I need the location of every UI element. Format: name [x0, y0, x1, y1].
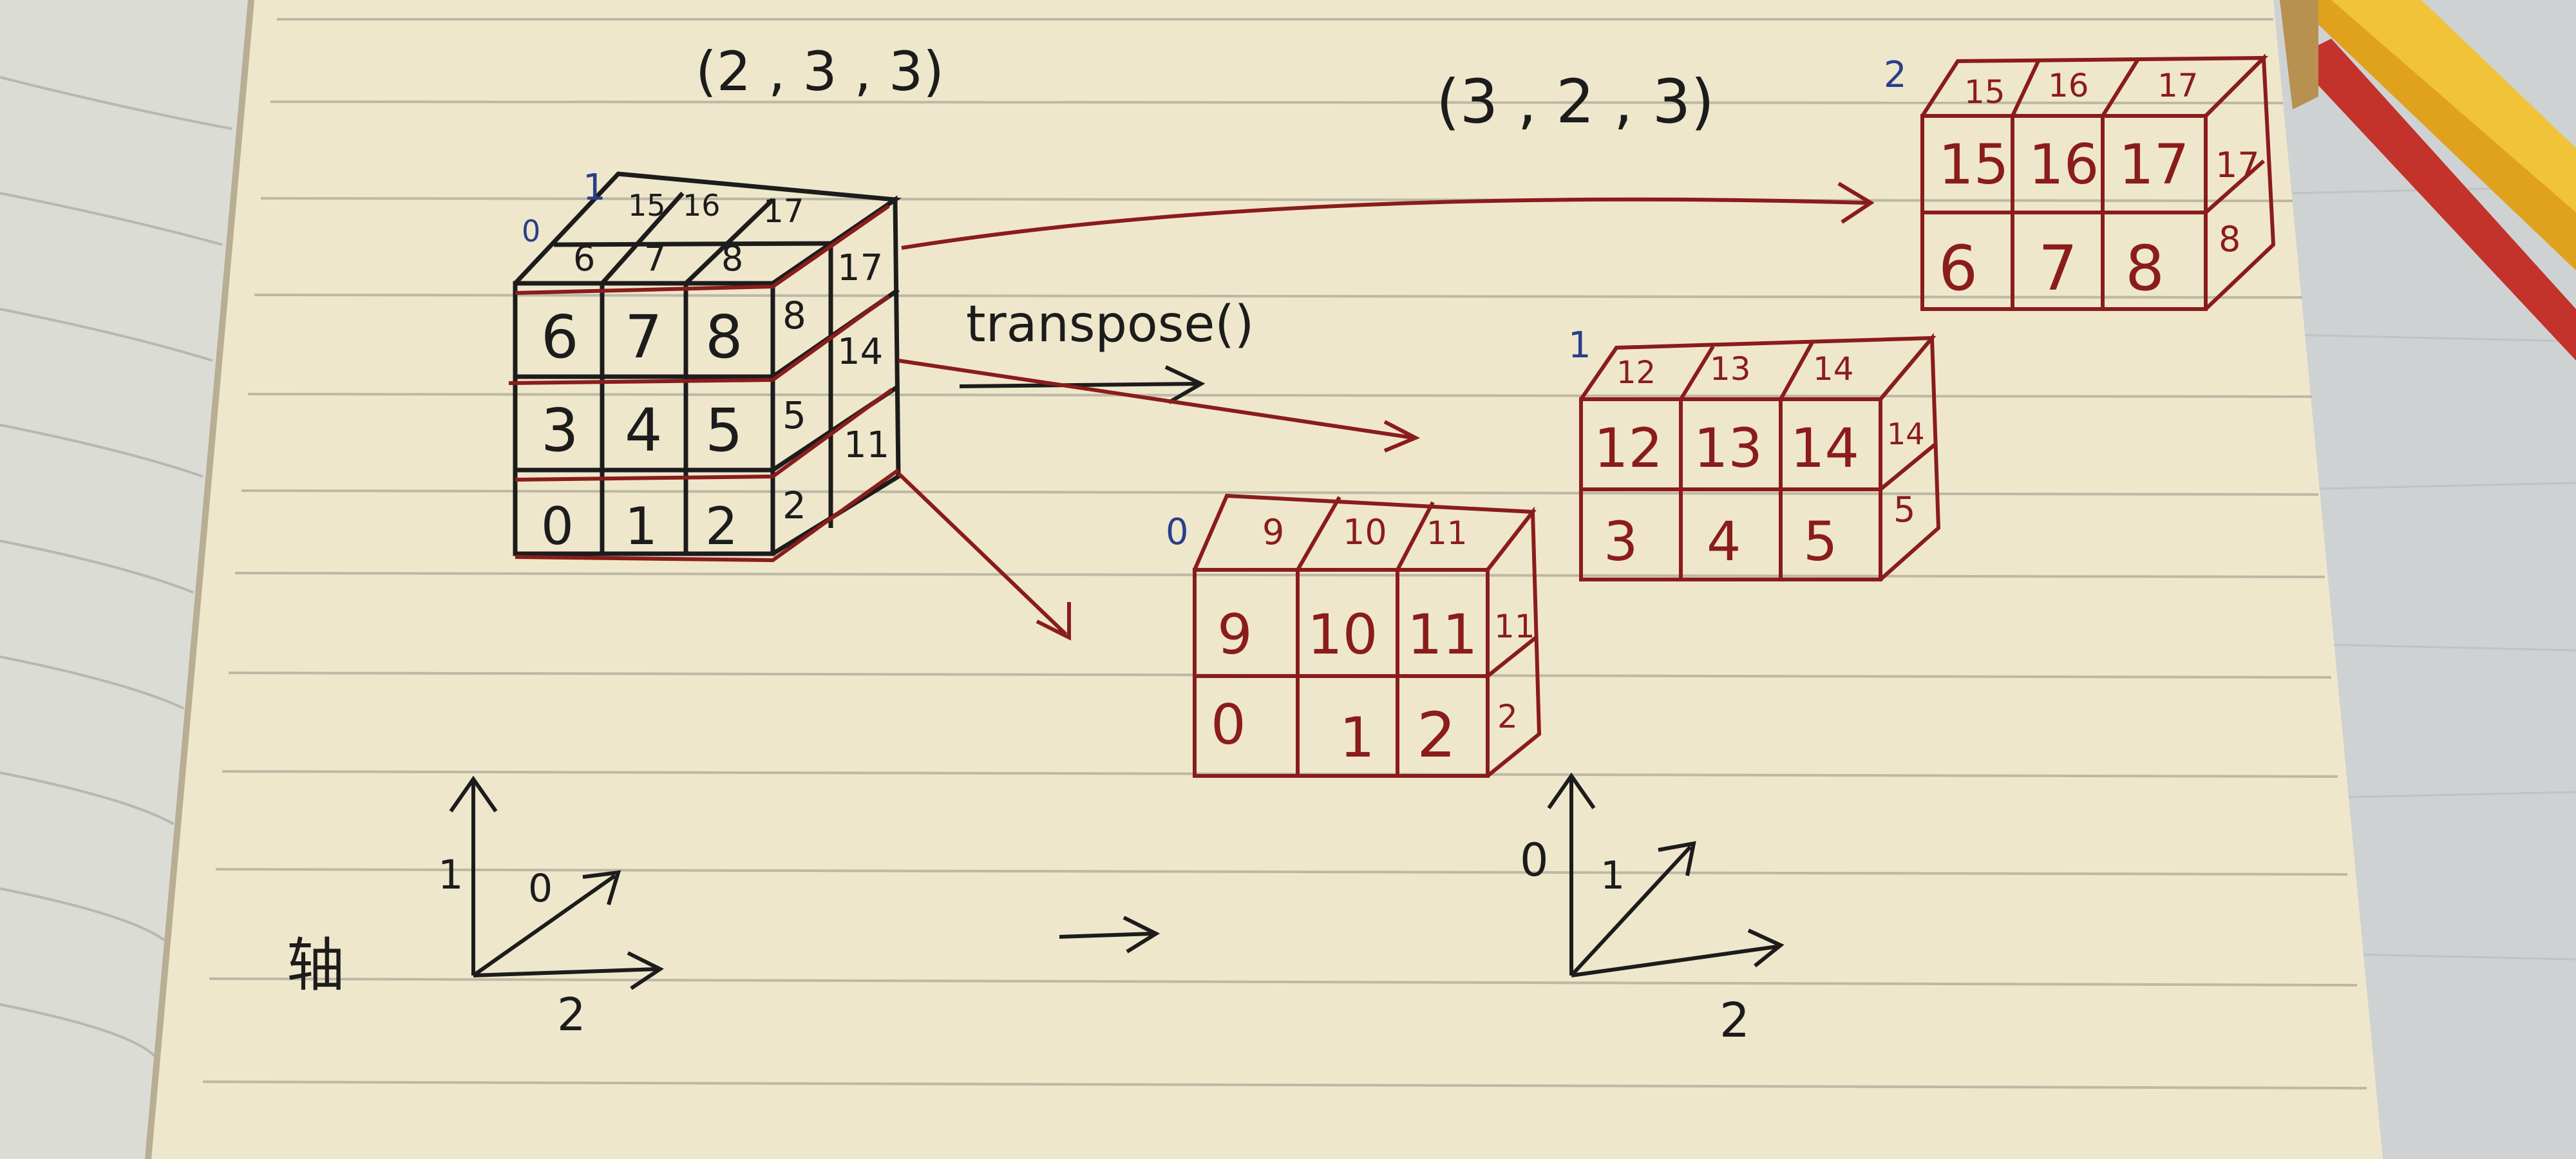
slice-2-r0c0: 15 — [1938, 133, 2009, 197]
slice-1-top-0: 12 — [1616, 355, 1656, 391]
axis-before-vertical-label: 1 — [438, 851, 463, 898]
arrow-to-slice-2 — [901, 182, 1875, 250]
slice-2-top-0: 15 — [1964, 73, 2005, 111]
slice-2-r0c1: 16 — [2029, 133, 2099, 197]
axis-after-diagonal-label: 1 — [1600, 853, 1625, 898]
slice-1-r1c1: 4 — [1707, 510, 1741, 573]
arrow-to-slice-1 — [898, 359, 1421, 453]
slice-2-r1c0: 6 — [1938, 232, 1978, 305]
slice-0-outline — [1193, 493, 1542, 778]
cube-front-r0c0: 6 — [541, 303, 579, 372]
slice-1-r0c1: 13 — [1694, 417, 1763, 480]
cube-front-r1c1: 4 — [625, 396, 663, 465]
cube-layer-index-front: 0 — [522, 214, 540, 249]
slice-1-side-1: 5 — [1893, 489, 1915, 530]
slice-0-r0c2: 11 — [1407, 603, 1477, 667]
slice-0-index: 0 — [1166, 511, 1189, 553]
slice-1-r1c2: 5 — [1803, 510, 1837, 573]
cube-top-back-0: 15 — [628, 188, 666, 223]
slice-2-top-1: 16 — [2048, 67, 2089, 104]
left-page-lines — [0, 76, 232, 1057]
slice-0-r0c1: 10 — [1307, 603, 1378, 667]
cube-side-front-2: 2 — [782, 484, 806, 527]
left-page — [0, 0, 251, 1159]
transpose-arrow — [959, 365, 1206, 404]
slice-2-index: 2 — [1884, 54, 1907, 96]
desk-wood-grain — [2292, 185, 2576, 961]
cube-side-front-0: 8 — [782, 294, 806, 337]
shape-label-right: (3 , 2 , 3) — [1436, 67, 1714, 137]
cube-front-r2c1: 1 — [625, 496, 658, 556]
slice-0-top-2: 11 — [1426, 514, 1468, 552]
cube-front-r2c0: 0 — [541, 496, 574, 556]
cube-side-back-0: 17 — [837, 247, 883, 289]
slice-1-top-1: 13 — [1710, 350, 1751, 388]
cube-side-front-1: 5 — [782, 393, 806, 437]
slice-0-top-1: 10 — [1343, 512, 1387, 552]
shape-label-left: (2 , 3 , 3) — [696, 40, 944, 103]
axis-after-horizontal-label: 2 — [1719, 993, 1750, 1048]
cube-front-r0c1: 7 — [625, 303, 663, 372]
slice-1-top-2: 14 — [1813, 350, 1854, 388]
slice-0-side-1: 2 — [1497, 698, 1518, 735]
axis-before-horizontal-label: 2 — [557, 988, 586, 1041]
slice-2-side-0: 17 — [2215, 145, 2260, 185]
page-spine-shadow — [145, 0, 254, 1159]
transpose-label: transpose() — [966, 296, 1254, 353]
axis-before-diagonal-label: 0 — [528, 866, 553, 911]
cube-side-back-2: 11 — [844, 424, 889, 466]
cube-top-back-1: 16 — [683, 188, 721, 223]
axis-word: 轴 — [287, 932, 345, 999]
cube-top-front-0: 6 — [573, 238, 595, 279]
slice-2-side-1: 8 — [2219, 219, 2240, 259]
axes-after-diagram — [1547, 772, 1785, 977]
axes-before-diagram — [449, 775, 664, 990]
slice-1-index: 1 — [1568, 325, 1591, 366]
cube-layer-index-back: 1 — [583, 167, 606, 209]
cube-top-front-2: 8 — [721, 238, 743, 279]
slice-2-top-2: 17 — [2157, 67, 2199, 104]
slice-0-r1c0: 0 — [1211, 693, 1246, 757]
slice-1-outline — [1579, 333, 1941, 581]
slice-2-outline — [1920, 53, 2276, 311]
slice-1-r0c2: 14 — [1790, 417, 1859, 480]
slice-0-r1c1: 1 — [1340, 706, 1375, 770]
axes-transform-arrow — [1059, 916, 1160, 954]
slice-1-r0c0: 12 — [1594, 417, 1663, 480]
cube-top-back-2: 17 — [763, 193, 804, 230]
arrow-to-slice-0 — [896, 471, 1071, 641]
source-cube — [513, 171, 902, 556]
slice-0-r1c2: 2 — [1417, 699, 1456, 771]
slice-0-top-0: 9 — [1262, 512, 1284, 552]
pens — [2280, 0, 2576, 361]
slice-0-side-0: 11 — [1494, 608, 1535, 645]
slice-0-r0c0: 9 — [1217, 603, 1253, 667]
cube-front-r1c0: 3 — [541, 396, 579, 465]
slice-1-r1c0: 3 — [1604, 510, 1638, 573]
cube-side-back-1: 14 — [837, 331, 883, 373]
cube-top-front-1: 7 — [644, 238, 666, 279]
slice-2-r0c2: 17 — [2119, 133, 2189, 197]
cube-front-r0c2: 8 — [705, 303, 743, 372]
slice-2-r1c1: 7 — [2038, 232, 2078, 305]
cube-front-r1c2: 5 — [705, 396, 743, 465]
red-arrows — [896, 182, 1875, 641]
slice-2-r1c2: 8 — [2125, 232, 2164, 305]
cube-front-r2c2: 2 — [705, 496, 738, 556]
axis-after-vertical-label: 0 — [1520, 834, 1549, 887]
slice-1-side-0: 14 — [1887, 417, 1925, 451]
source-cube-red-overlay — [508, 204, 900, 563]
